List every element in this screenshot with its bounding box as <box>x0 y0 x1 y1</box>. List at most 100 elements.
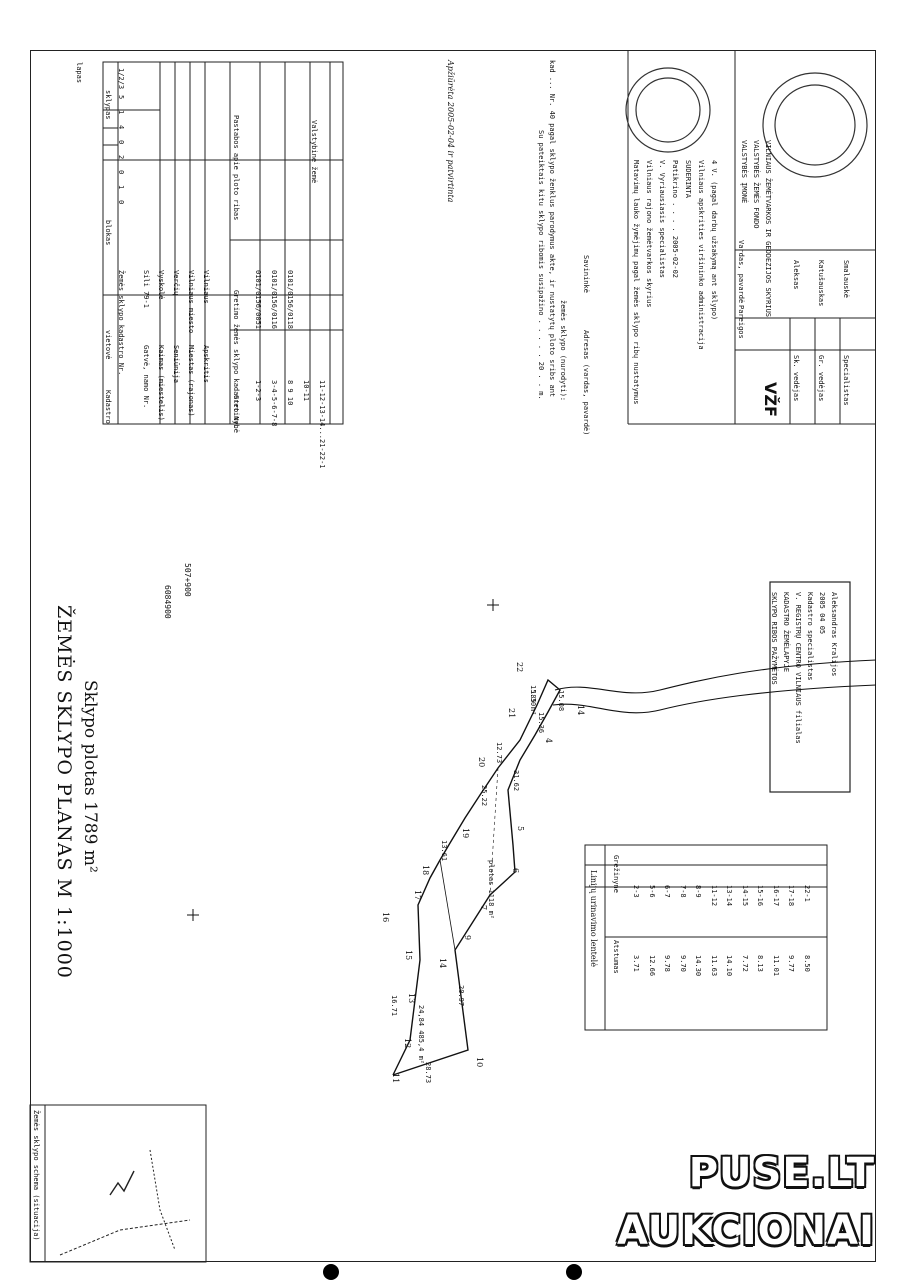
cadastre-field-value: Vilniaus miesto <box>187 270 195 334</box>
neighbor-points: 8 9 10 <box>286 380 294 406</box>
dimension-label: 15.08 <box>557 690 565 712</box>
punch-hole <box>566 1264 582 1280</box>
point-label: 22 <box>515 662 524 673</box>
point-label: 13 <box>407 993 416 1004</box>
point-label: 10 <box>475 1057 484 1068</box>
lines-row-distance: 9.70 <box>678 955 687 972</box>
signer-role: Gr. vedėjas <box>817 355 825 402</box>
registry-stamp-line: SKLYPO RIBOS PAŽYMĖTOS <box>770 592 778 685</box>
lines-table-col2: Atstumas <box>612 940 620 974</box>
cadastre-sklypas: sklypas <box>104 90 112 120</box>
neighbor-points: 3-4-5-6-7-8 <box>270 380 278 427</box>
approval-line: Vilniaus rajono žemėtvarkos skyrius <box>645 160 653 308</box>
kadastro-digit: 1 <box>117 110 125 115</box>
neighbor-cadastre-no: 0101/0156/0116 <box>270 270 278 330</box>
cadastre-table-frame <box>102 61 344 425</box>
approval-line: Matavimų lauko žymėjimų pagal žemės skly… <box>632 160 640 405</box>
road <box>552 659 877 714</box>
approval-line: 4 V. (pagal darbų užsakymą ant sklypo) <box>710 160 718 321</box>
company-logo: VŽF <box>761 382 780 417</box>
signers-header-name: Vardas, pavardė <box>737 240 745 304</box>
company-name-line: VALSTYBĖS ŽEMĖS FONDO <box>752 140 760 229</box>
grid-crosses <box>187 599 499 921</box>
registry-stamp-line: KADASTRO ŽEMĖLAPYJE <box>782 592 790 673</box>
lines-row-pair: 17-18 <box>787 885 795 907</box>
lines-row-pair: 6-7 <box>663 885 671 898</box>
lines-row-distance: 11.63 <box>709 955 718 977</box>
neighbors-note: Valstybinė žemė <box>310 120 318 184</box>
agreement-line-2: kad ... Nr. 40 pagal sklypo ženklus paro… <box>548 60 556 398</box>
lines-row-distance: 12.66 <box>647 955 656 977</box>
plan-subtitle: Sklypo plotas 1789 m² <box>80 680 100 873</box>
lines-row-pair: 15-16 <box>756 885 764 907</box>
owner-value: Savininkė <box>582 255 590 293</box>
dimension-label: 25.22 <box>480 785 488 807</box>
point-label: 15 <box>404 950 413 961</box>
lines-row-distance: 14.10 <box>725 955 733 977</box>
kadastro-digit: 1 <box>117 185 125 190</box>
neighbor-points: 11-12-13-14...21-22-1 <box>318 380 326 469</box>
signer-name: Smalauskė <box>842 260 850 298</box>
watermark-line-1: PUSE.LT <box>688 1150 875 1196</box>
cadastre-field-label: Miestas (rajonas) <box>187 345 195 417</box>
watermark-line-2: AUKCIONAI <box>617 1208 875 1254</box>
point-label: 5 <box>516 826 525 832</box>
lines-row-pair: 8-9 <box>694 885 702 898</box>
signer-name: Aleksas <box>792 260 800 290</box>
approval-line: V. Vyriausiasis specialistas <box>658 160 666 279</box>
registry-stamp-line: Kadastro specialistas <box>806 592 814 681</box>
point-label: 17 <box>413 890 422 901</box>
lines-row-distance: 14.30 <box>694 955 702 977</box>
point-label: 20 <box>477 757 486 768</box>
signer-role: Specialistas <box>842 355 850 406</box>
dimension-label: 16.71 <box>390 995 398 1017</box>
neighbors-header-3: Pastabos apie ploto ribas <box>232 115 240 221</box>
lines-row-pair: 7-8 <box>678 885 687 898</box>
cadastre-header: Kadastro <box>104 390 112 424</box>
sheet-label: lapas <box>75 62 83 84</box>
plan-title: ŽEMĖS SKLYPO PLANAS M 1:1000 <box>53 605 75 979</box>
cadastre-vietove: vietovė <box>104 330 112 360</box>
lines-table-frame <box>584 844 828 1031</box>
neighbor-points: 1-2-3 <box>254 380 262 402</box>
lines-row-pair: 13-14 <box>725 885 733 907</box>
signer-name: Katušauskas <box>817 260 825 307</box>
point-label: 14 <box>438 958 447 969</box>
registry-stamp-line: 2005 04 05 <box>818 592 826 635</box>
cadastre-field-label: Kaimas (miestelis) <box>157 345 165 421</box>
lines-row-pair: 22-1 <box>802 885 811 902</box>
kadastro-digit: 0 <box>117 140 125 145</box>
lines-row-distance: 11.01 <box>771 955 780 977</box>
signers-header-role: Pareigos <box>737 305 745 339</box>
agreement-line-1: Su pateiktais kitu sklypo ribomis susipa… <box>537 130 545 400</box>
kadastro-digit: 5 <box>117 95 125 100</box>
company-name-line: VALSTYBĖS ĮMONĖ <box>740 140 748 204</box>
parcel-boundary <box>392 678 561 1076</box>
situation-frame <box>29 1104 207 1263</box>
dimension-label: 15.36 <box>537 712 545 734</box>
punch-hole <box>323 1264 339 1280</box>
coord-top: 6084900 <box>163 585 172 619</box>
lines-row-pair: 2-3 <box>632 885 640 898</box>
registry-stamp-line: Aleksandras Kralijos <box>830 592 838 677</box>
seal-left <box>625 67 711 153</box>
dimension-label: 12.73 <box>495 742 503 764</box>
dimension-label: 28.73 <box>424 1062 432 1084</box>
lines-row-pair: 14-15 <box>740 885 749 907</box>
parcel-area-label: 24,84 485,4 m² <box>417 1005 425 1065</box>
situation-title: Žemės sklypo schema (situacija) <box>32 1110 40 1241</box>
lines-row-distance: 8.13 <box>756 955 764 972</box>
page-frame <box>30 50 876 1262</box>
owner-label: Adresas (vardas, pavardė) <box>582 330 590 436</box>
handwritten-note: Apžiūrėta 2005-02-04 ir patvirtinta <box>446 60 455 203</box>
seal-right <box>762 72 868 178</box>
kadastro-digit: 0 <box>117 200 125 205</box>
dimension-label: 20.97 <box>457 985 465 1007</box>
parcel-area-label: plotas 1118 m² <box>487 860 495 920</box>
lines-row-distance: 8.50 <box>802 955 811 972</box>
cadastre-field-value: Vyskolė <box>157 270 165 300</box>
sheet-number: 1/2/3 <box>117 68 125 90</box>
kadastro-digit: 0 <box>117 170 125 175</box>
approval-line: SUDERINTA <box>684 160 692 198</box>
lines-row-pair: 5-6 <box>647 885 656 898</box>
